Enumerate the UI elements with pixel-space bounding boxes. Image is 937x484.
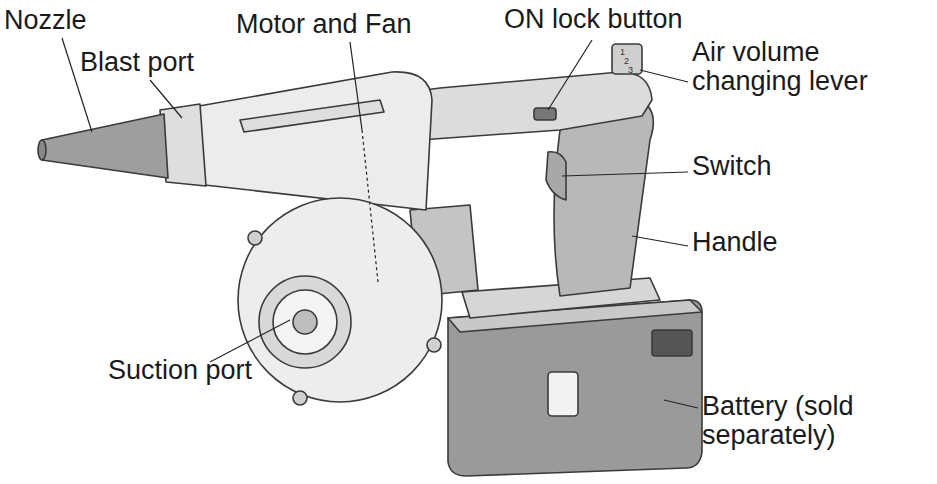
part-label: Handle xyxy=(692,228,832,257)
lever-position-number: 2 xyxy=(624,57,636,66)
leader-line xyxy=(362,130,378,282)
part-label: Battery (sold separately) xyxy=(702,392,937,450)
duct-groove xyxy=(240,100,384,132)
leader-line xyxy=(150,80,182,118)
part-label: Switch xyxy=(692,152,832,181)
housing-bolt xyxy=(427,338,441,352)
handle-grip xyxy=(554,100,653,296)
part-label: Blast port xyxy=(80,48,240,77)
part-label: Air volume changing lever xyxy=(692,38,892,96)
blower-duct xyxy=(165,72,432,210)
nozzle xyxy=(42,114,168,178)
leader-line xyxy=(562,172,688,176)
leader-line xyxy=(350,42,362,130)
housing-bolt xyxy=(248,231,262,245)
scroll-housing xyxy=(238,198,442,402)
air-volume-lever xyxy=(612,44,642,74)
leader-line xyxy=(640,70,688,82)
part-label: ON lock button xyxy=(504,5,734,34)
part-label: Nozzle xyxy=(4,6,144,35)
leader-line xyxy=(664,400,698,408)
on-lock-button xyxy=(534,108,556,120)
battery-pack xyxy=(448,300,702,476)
nozzle-tip xyxy=(38,140,46,160)
battery-badge xyxy=(652,330,692,356)
suction-grille xyxy=(273,290,337,354)
leader-line xyxy=(632,236,688,246)
part-label: Motor and Fan xyxy=(236,10,456,39)
lever-position-number: 1 xyxy=(620,48,632,57)
suction-port xyxy=(259,276,351,368)
battery-latch xyxy=(548,372,578,416)
housing-bolt xyxy=(293,391,307,405)
lever-position-number: 3 xyxy=(628,66,640,75)
part-label: Suction port xyxy=(108,356,328,385)
leader-line xyxy=(548,40,592,110)
suction-hub xyxy=(293,310,317,334)
